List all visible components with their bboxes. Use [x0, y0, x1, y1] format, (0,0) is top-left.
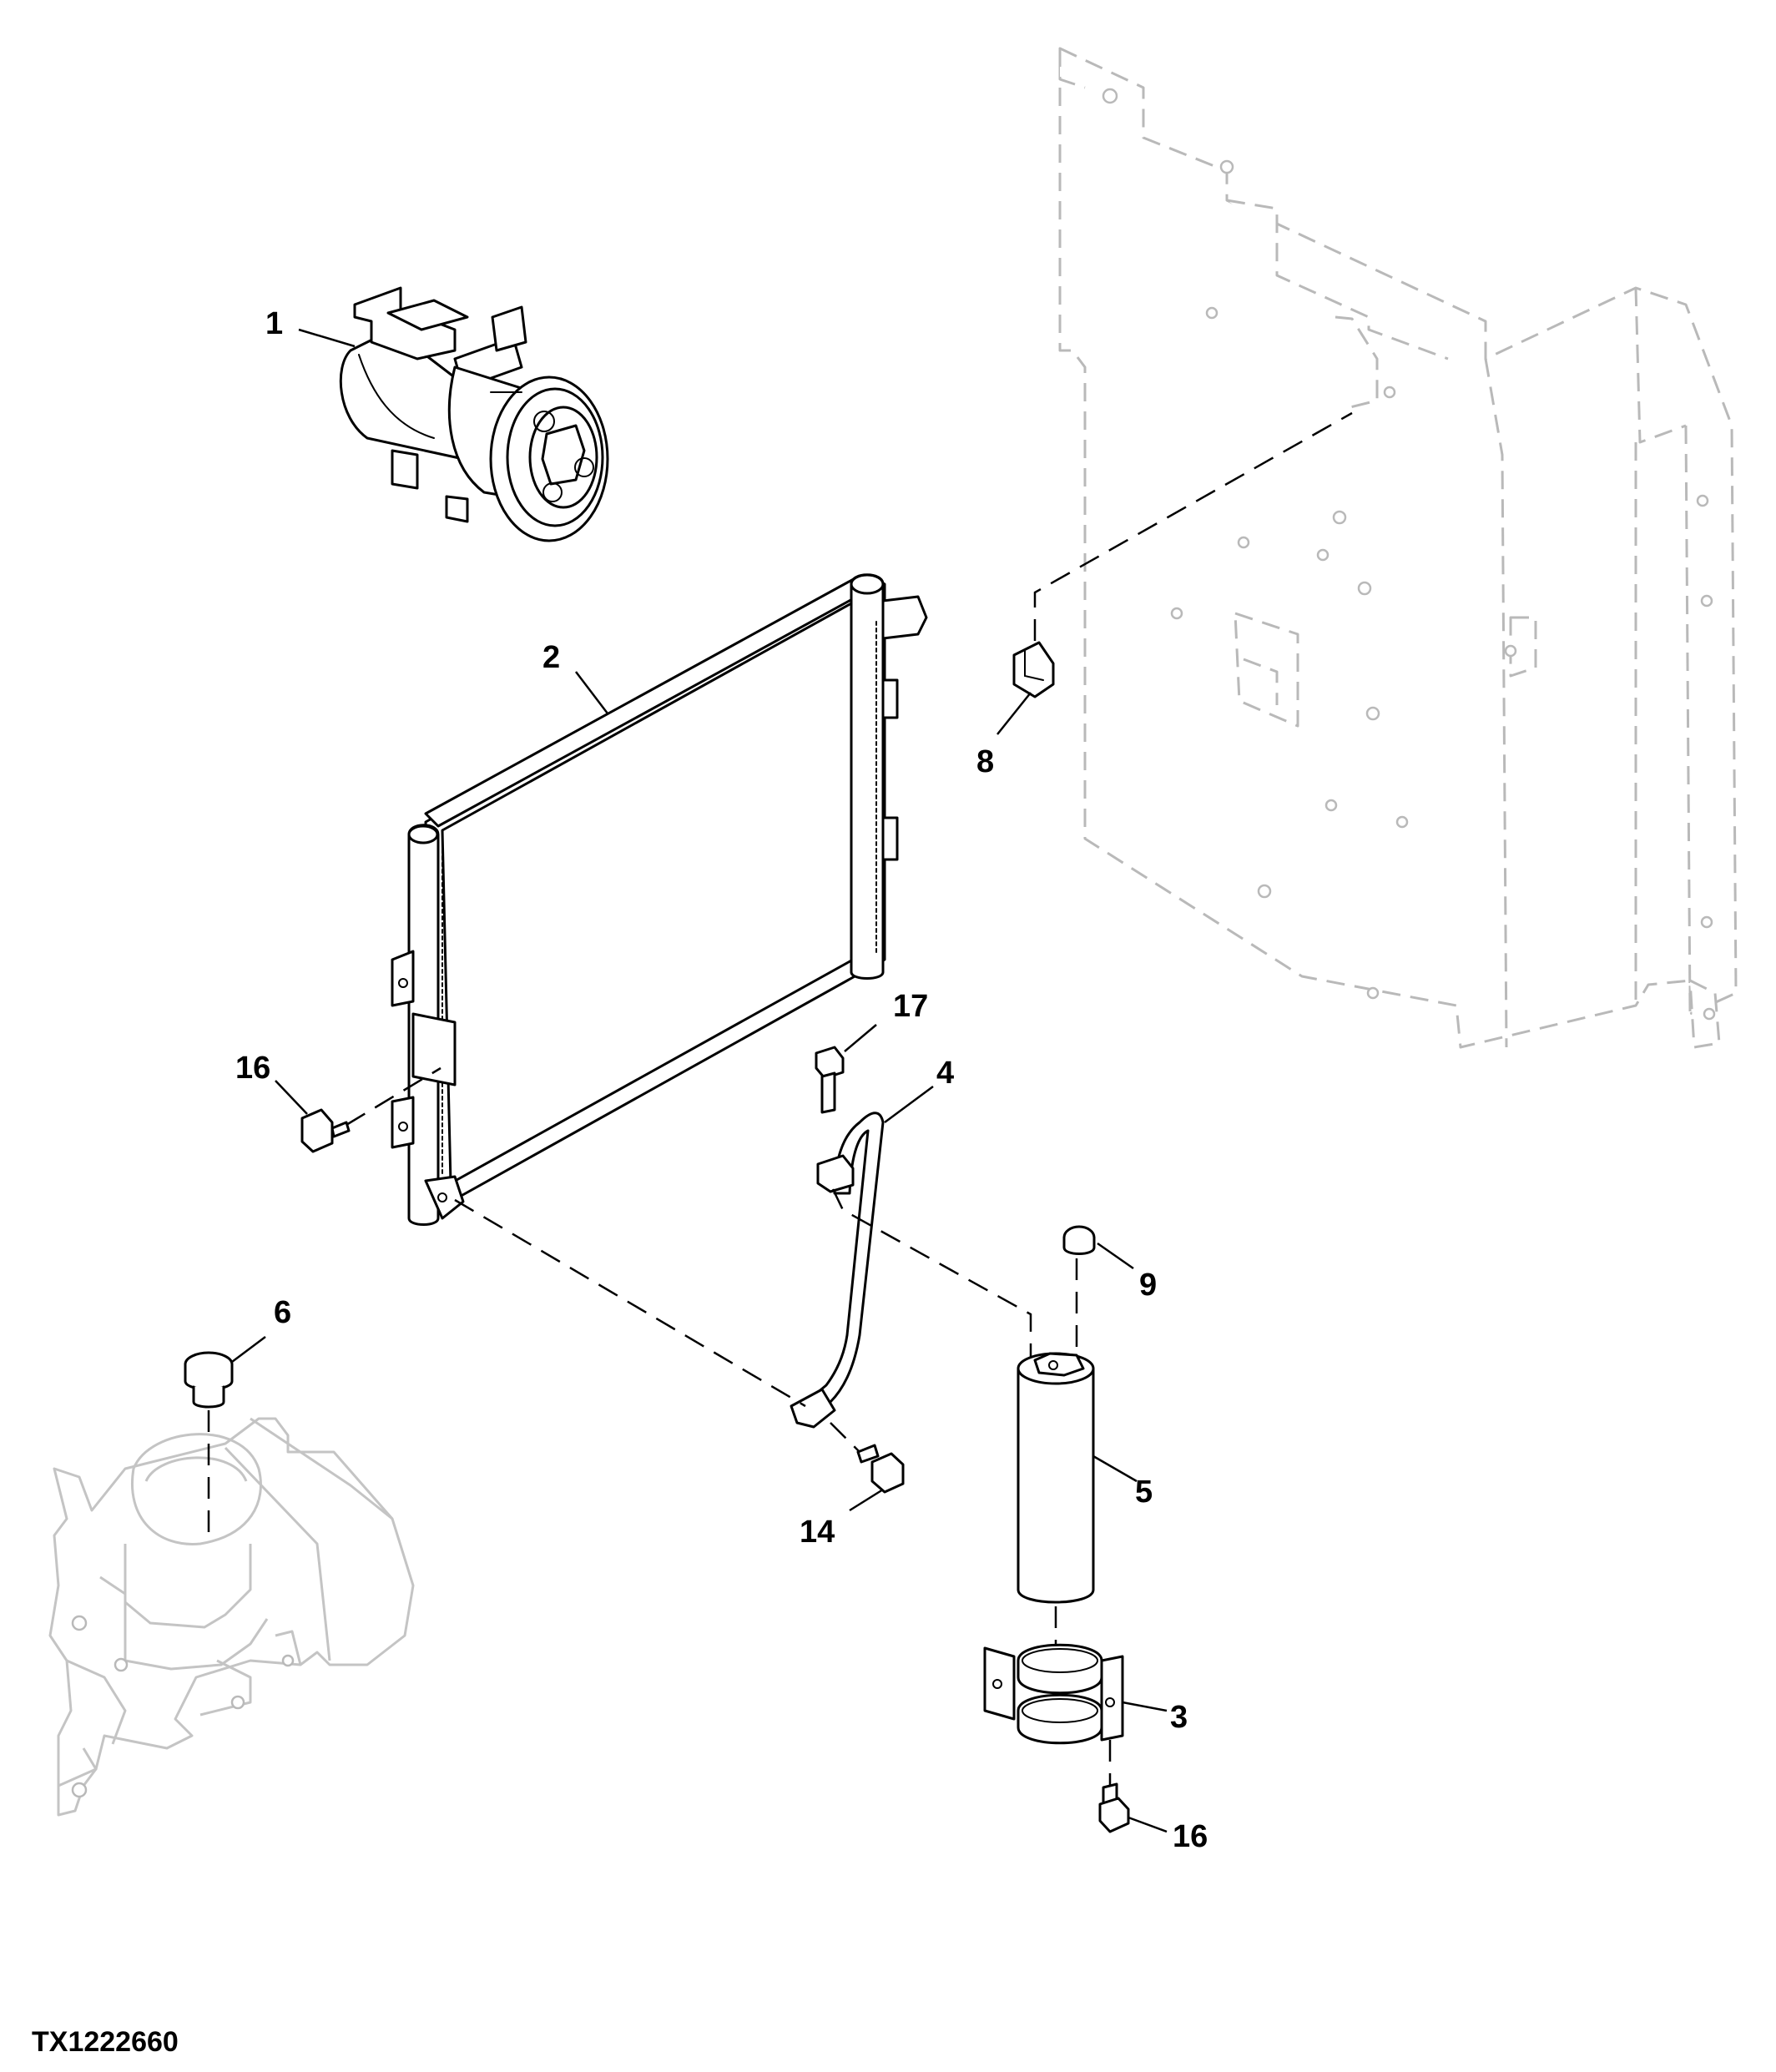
phantom-fan-housing [48, 1417, 415, 1817]
plug-part-9[interactable] [1062, 1225, 1096, 1255]
callout-3: 3 [1170, 1700, 1188, 1735]
callout-4: 4 [936, 1056, 954, 1091]
callout-14: 14 [800, 1515, 835, 1550]
dash-condenser-line [454, 1198, 806, 1408]
callout-6: 6 [274, 1295, 291, 1330]
callout-1: 1 [265, 306, 283, 341]
dash-8 [1033, 411, 1353, 641]
clamp-part-3[interactable] [983, 1643, 1124, 1745]
leader-9 [1097, 1242, 1134, 1270]
leader-5 [1092, 1454, 1138, 1483]
leader-8 [996, 692, 1032, 735]
leader-16b [1128, 1816, 1168, 1833]
leader-1 [298, 328, 356, 348]
callout-8: 8 [976, 744, 994, 779]
bolt-part-16-right[interactable] [1098, 1782, 1130, 1833]
leader-14 [849, 1488, 884, 1512]
condenser-part-2[interactable] [391, 573, 928, 1226]
clip-part-8[interactable] [1012, 641, 1055, 698]
leader-2 [575, 671, 608, 714]
dryer-part-5[interactable] [1017, 1352, 1095, 1604]
callout-17: 17 [893, 989, 928, 1024]
leader-4 [884, 1085, 934, 1124]
leader-17 [844, 1024, 877, 1052]
callout-16a: 16 [235, 1051, 270, 1086]
plug-part-6[interactable] [184, 1351, 234, 1409]
figure-id: TX1222660 [32, 2026, 179, 2058]
bolt-part-17[interactable] [815, 1046, 845, 1114]
bolt-part-16-left[interactable] [300, 1108, 351, 1153]
bolt-part-14[interactable] [856, 1444, 905, 1494]
line-part-4[interactable] [790, 1112, 885, 1429]
phantom-radiator-panel [1058, 47, 1738, 1049]
leader-6 [231, 1336, 266, 1363]
dash-14 [830, 1422, 860, 1453]
compressor-part-1[interactable] [339, 286, 609, 542]
callout-16b: 16 [1173, 1819, 1208, 1854]
dash-4 [831, 1188, 1032, 1359]
dash-16a [346, 1066, 441, 1127]
callout-9: 9 [1139, 1268, 1157, 1303]
leader-3 [1122, 1701, 1168, 1712]
callout-2: 2 [542, 640, 560, 675]
leader-16a [275, 1080, 308, 1115]
callout-5: 5 [1135, 1475, 1153, 1510]
